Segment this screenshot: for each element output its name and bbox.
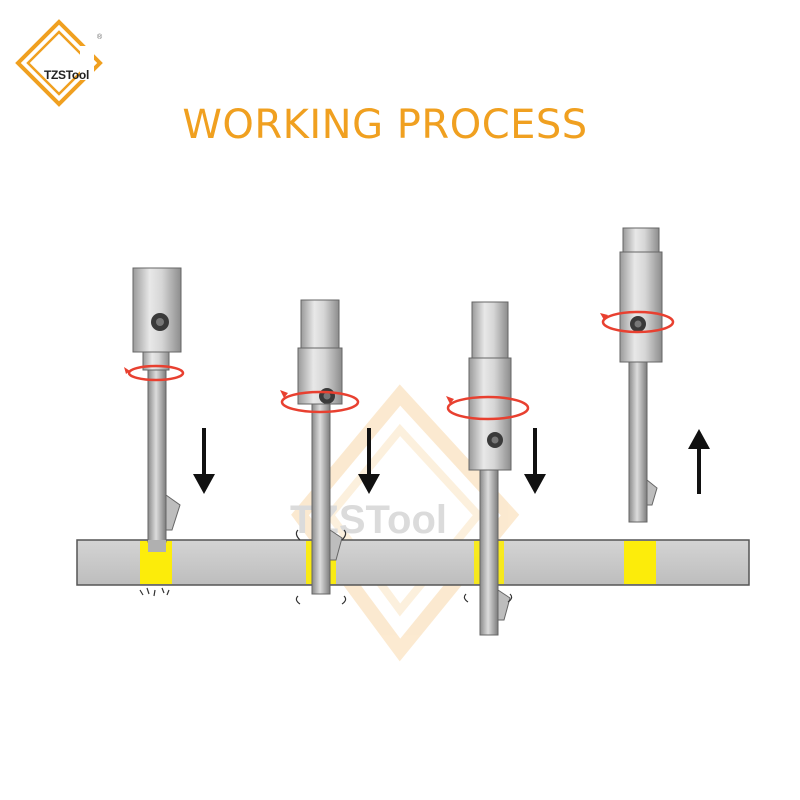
- tool-step-4: [600, 227, 675, 523]
- motion-arrow-up-4: [688, 429, 710, 494]
- motion-arrow-down-3: [524, 428, 546, 494]
- logo-text: TZSTool: [44, 68, 89, 82]
- rotation-arrow-icon: [446, 395, 530, 421]
- tool-step-2: [280, 299, 360, 595]
- hole-highlight-4: [624, 541, 656, 584]
- registered-mark: ®: [97, 34, 103, 41]
- metal-chips: [139, 529, 513, 605]
- rotation-arrow-icon: [280, 390, 360, 414]
- rotation-arrow-icon: [127, 364, 185, 382]
- logo-diamond-icon: [15, 19, 103, 107]
- page-title: WORKING PROCESS: [182, 102, 588, 148]
- brand-logo: TZSTool ®: [14, 18, 104, 108]
- motion-arrow-down-2: [358, 428, 380, 494]
- tool-step-3: [446, 301, 530, 636]
- rotation-arrow-icon: [601, 310, 675, 334]
- motion-arrow-down-1: [193, 428, 215, 494]
- tool-step-1: [124, 267, 185, 552]
